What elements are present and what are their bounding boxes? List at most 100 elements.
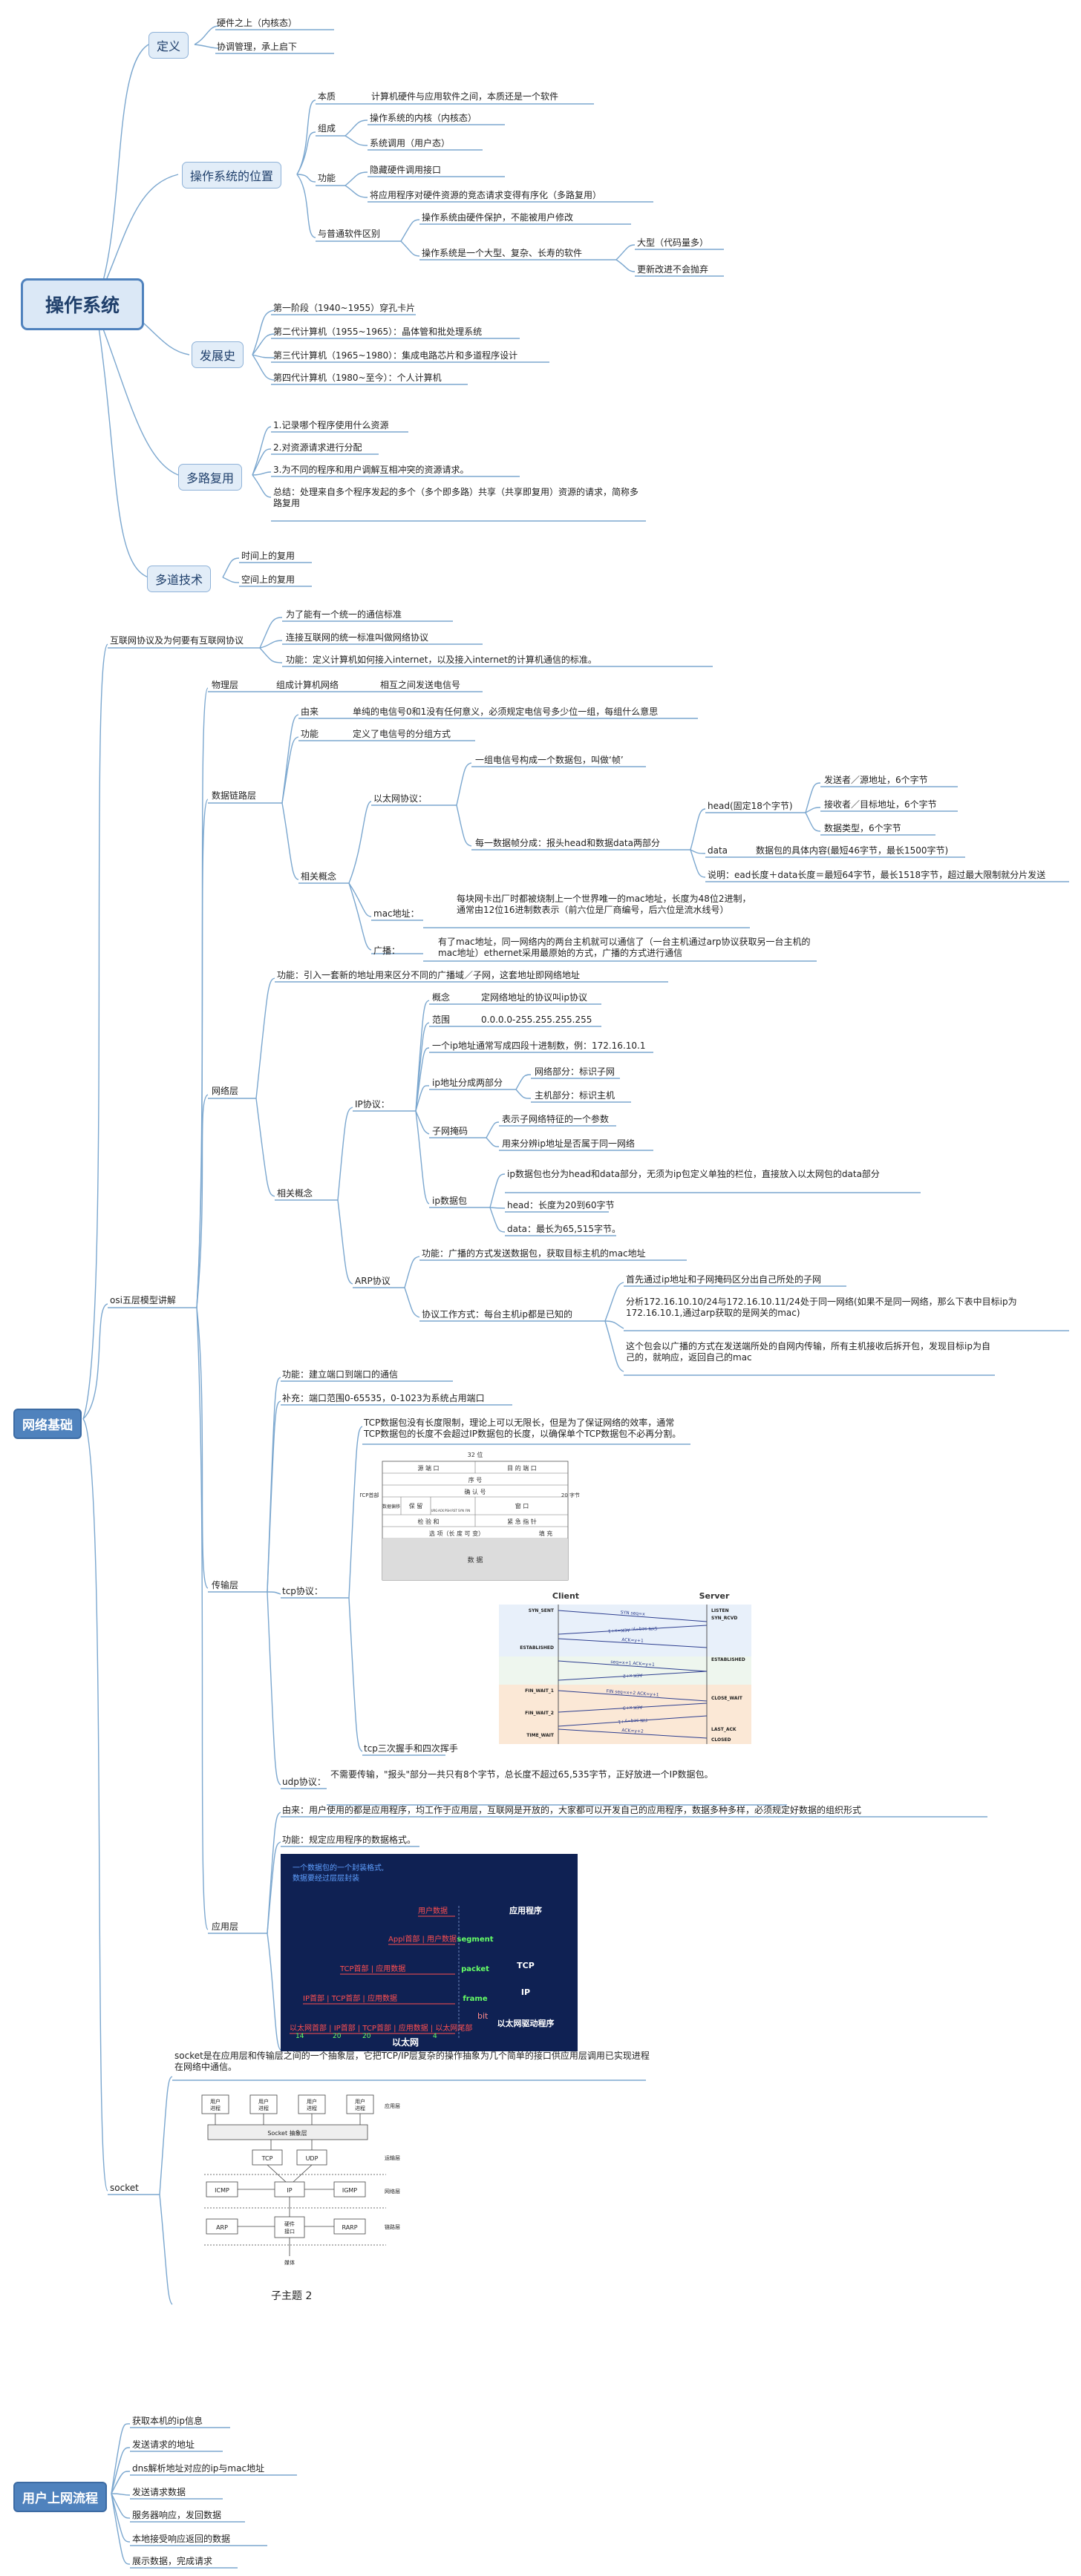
arp-work-label: 协议工作方式：每台主机ip都是已知的 (422, 1309, 572, 1320)
socket-process-label: 进程 (210, 2105, 221, 2111)
socket-hw-line: 接口 (284, 2228, 295, 2235)
socket-net-layer: 网络层 (385, 2188, 400, 2195)
socket-media: 媒体 (284, 2259, 295, 2266)
server-state: SYN_RCVD (711, 1616, 737, 1621)
ethernet-item: 每一数据帧分成：报头head和数据data两部分 (475, 838, 660, 848)
socket-arp: ARP (216, 2224, 228, 2231)
encap-bit: bit (477, 2011, 489, 2021)
socket-trans-layer: 运输层 (385, 2154, 400, 2161)
os-multiprogramming-node[interactable]: 多道技术 (147, 566, 212, 592)
flow-root-node[interactable]: 用户上网流程 (13, 2482, 107, 2512)
socket-process-box (298, 2094, 326, 2114)
arp-func: 功能：广播的方式发送数据包，获取目标主机的mac地址 (422, 1248, 646, 1259)
encap-layer: 应用程序 (509, 1905, 542, 1915)
transport-layer-node[interactable]: 传输层 (212, 1580, 239, 1590)
tcp-flag: SYN (458, 1509, 464, 1513)
tcp-flag: URG (431, 1509, 438, 1513)
internet-protocol-item: 功能：定义计算机如何接入internet，以及接入internet的计算机通信的… (286, 655, 597, 665)
socket-process-label: 用户 (210, 2098, 221, 2105)
datalink-func-label: 功能 (301, 729, 319, 739)
tcp-protocol-label: tcp协议： (282, 1586, 323, 1596)
handshake-message: SYN seq=x (620, 1610, 645, 1616)
handshake-arrow (558, 1702, 708, 1713)
network-concept-label: 相关概念 (277, 1188, 313, 1199)
multiplexing-item: 2.对资源请求进行分配 (273, 442, 362, 453)
encap-unit: frame (463, 1995, 487, 2003)
os-history-node[interactable]: 发展史 (192, 341, 244, 368)
history-item: 第二代计算机（1955~1965）：晶体管和批处理系统 (273, 327, 483, 337)
ip-example: 一个ip地址通常写成四段十进制数，例：172.16.10.1 (432, 1040, 646, 1051)
handshake-client: Client (552, 1591, 579, 1601)
application-layer-node[interactable]: 应用层 (212, 1921, 239, 1932)
socket-process-label: 用户 (258, 2098, 269, 2105)
subnet-mask-label: 子网掩码 (432, 1126, 468, 1136)
frame-head-item: 发送者／源地址，6个字节 (824, 775, 928, 785)
arp-work-item: 首先通过ip地址和子网掩码区分出自己所处的子网 (626, 1274, 821, 1285)
tcp-header-side: TCP首部 (360, 1492, 379, 1498)
multiplexing-item: 1.记录哪个程序使用什么资源 (273, 420, 389, 430)
multiplexing-item: 3.为不同的程序和用户调解互相冲突的资源请求。 (273, 465, 469, 475)
socket-rarp: RARP (342, 2224, 357, 2231)
internet-protocol-node[interactable]: 互联网协议及为何要有互联网协议 (110, 635, 244, 646)
frame-head-item: 数据类型，6个字节 (824, 823, 901, 833)
ethernet-protocol-label: 以太网协议： (373, 793, 428, 804)
history-item: 第四代计算机（1980~至今）：个人计算机 (273, 373, 442, 383)
socket-node[interactable]: socket (110, 2183, 139, 2193)
tcp-dst-port: 目 的 端 口 (507, 1464, 537, 1472)
function-item: 将应用程序对硬件资源的竞态请求变得有序化（多路复用） (370, 190, 602, 200)
datalink-concept-label: 相关概念 (301, 871, 337, 882)
physical-layer-node[interactable]: 物理层 (212, 680, 239, 690)
handshake-arrow (558, 1728, 708, 1739)
subnet-mask-item: 用来分辨ip地址是否属于同一网络 (502, 1138, 635, 1149)
frame-head-item: 接收者／目标地址，6个字节 (824, 799, 937, 810)
tcp-src-port: 源 端 口 (417, 1464, 439, 1472)
socket-tcp: TCP (261, 2155, 273, 2162)
server-state: CLOSED (711, 1737, 731, 1743)
os-definition-node[interactable]: 定义 (148, 32, 189, 59)
flow-item: 本地接受响应返回的数据 (132, 2534, 231, 2544)
ip-part-item: 主机部分：标识主机 (535, 1090, 615, 1101)
client-state: TIME_WAIT (526, 1733, 555, 1738)
udp-protocol-label: udp协议： (282, 1777, 326, 1787)
osi-node[interactable]: osi五层模型讲解 (110, 1295, 176, 1305)
tcp-handshake-label: tcp三次握手和四次挥手 (364, 1743, 458, 1754)
os-multiplexing-node[interactable]: 多路复用 (178, 464, 243, 491)
encap-row: TCP首部 | 应用数据 (339, 1964, 405, 1973)
ip-range-value: 0.0.0.0-255.255.255.255 (481, 1015, 592, 1025)
network-layer-node[interactable]: 网络层 (212, 1086, 239, 1096)
application-origin: 由来：用户使用的都是应用程序，均工作于应用层，互联网是开放的，大家都可以开发自己… (282, 1805, 862, 1815)
handshake-message: ACK=y+1 (621, 1637, 644, 1644)
socket-process-box (201, 2094, 229, 2114)
socket-hw-line: 硬件 (284, 2221, 295, 2227)
os-root-node[interactable]: 操作系统 (21, 278, 145, 330)
ip-part-item: 网络部分：标识子网 (535, 1066, 615, 1077)
flow-item: 发送请求的地址 (132, 2439, 195, 2450)
encap-row: IP首部 | TCP首部 | 应用数据 (303, 1993, 397, 2003)
handshake-message: FIN seq=x+2 ACK=y+1 (606, 1689, 659, 1698)
flow-item: dns解析地址对应的ip与mac地址 (132, 2463, 265, 2474)
ethernet-item: 一组电信号构成一个数据包，叫做‘帧’ (475, 755, 624, 765)
encap-row: Appl首部 | 用户数据 (388, 1934, 457, 1944)
history-item: 第三代计算机（1965~1980）：集成电路芯片和多道程序设计 (273, 350, 518, 361)
frame-head-label: head(固定18个字节) (708, 801, 793, 811)
multiprogramming-item: 时间上的复用 (241, 551, 295, 561)
difference-sub-item: 更新改进不会抛弃 (637, 264, 709, 275)
tcp-flag: FIN (466, 1509, 470, 1513)
datalink-origin-label: 由来 (301, 707, 319, 717)
os-position-node[interactable]: 操作系统的位置 (182, 162, 282, 189)
handshake-arrow (558, 1715, 708, 1727)
datalink-layer-node[interactable]: 数据链路层 (212, 790, 257, 801)
client-state: FIN_WAIT_2 (525, 1711, 554, 1716)
socket-app-layer: 应用层 (385, 2103, 400, 2109)
tcp-header-diagram: 32 位 源 端 口 目 的 端 口 序 号 确 认 号 数据偏移 保 留 UR… (360, 1451, 580, 1581)
net-root-node[interactable]: 网络基础 (13, 1409, 82, 1439)
ip-packet-item: data：最长为65,515字节。 (507, 1224, 621, 1234)
socket-process-label: 进程 (307, 2105, 317, 2111)
history-item: 第一阶段（1940~1955）穿孔卡片 (273, 303, 416, 313)
frame-note: 说明：ead长度＋data长度＝最短64字节，最长1518字节，超过最大限制就分… (708, 870, 1046, 880)
application-func: 功能：规定应用程序的数据格式。 (282, 1835, 417, 1845)
tcp-description: TCP数据包没有长度限制，理论上可以无限长，但是为了保证网络的效率，通常TCP数… (364, 1418, 682, 1439)
